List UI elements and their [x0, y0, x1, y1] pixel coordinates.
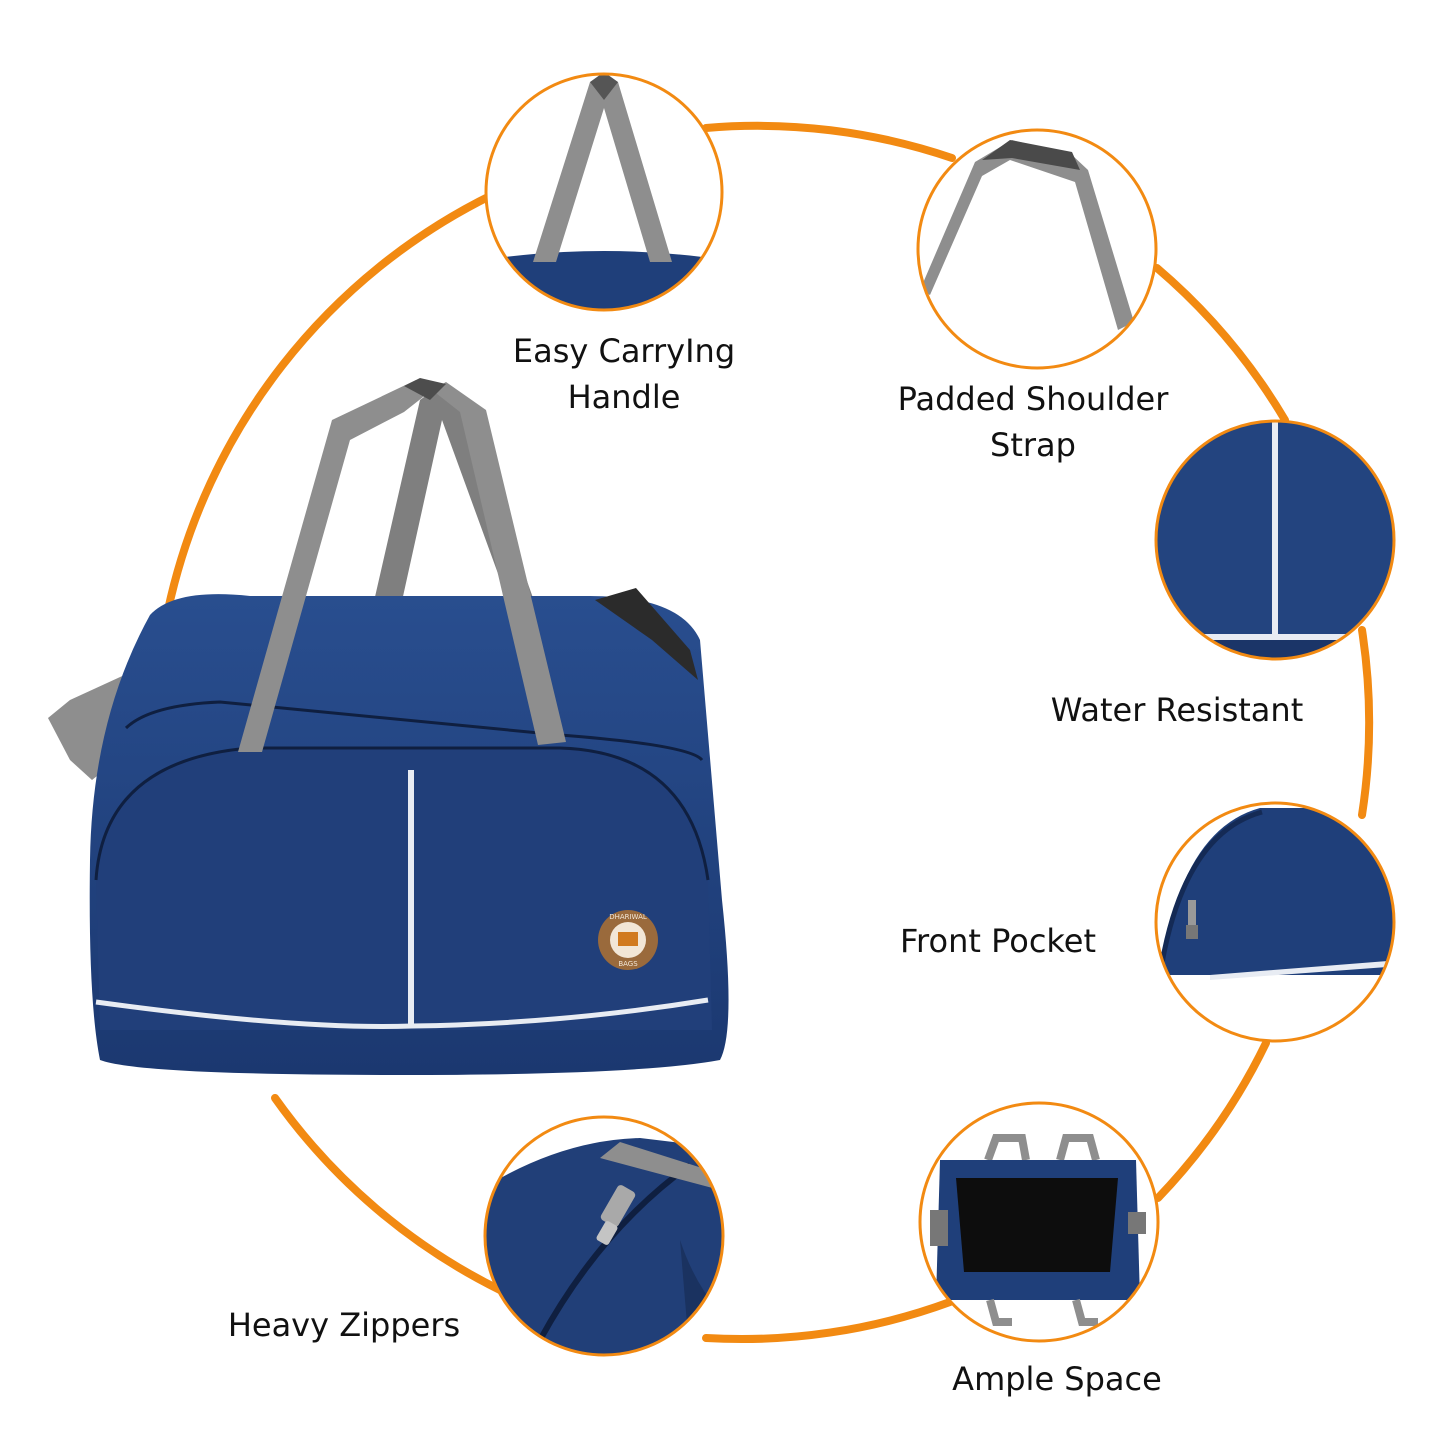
label-front-pocket: Front Pocket [899, 922, 1097, 960]
brand-badge: DHARIWAL BAGS [598, 910, 658, 970]
bag-piping-vertical [408, 770, 414, 1028]
svg-text:BAGS: BAGS [618, 960, 638, 968]
bag-piping-bottom [95, 997, 709, 1029]
ring-arc-bottom [702, 1298, 954, 1344]
bag-handle-front [238, 380, 432, 752]
zipper-icon [483, 1115, 725, 1357]
label-heavy-zippers: Heavy Zippers [227, 1306, 461, 1344]
ring-arc-right-lower [1154, 1039, 1270, 1202]
ring-arc-left [164, 191, 496, 614]
ring-arc-top [702, 121, 956, 162]
shoulder-strap-icon [916, 128, 1158, 370]
front-pocket-icon [1154, 801, 1396, 1043]
label-water-resistant: Water Resistant [1050, 691, 1304, 729]
bag-front-pocket [96, 748, 712, 1030]
svg-text:DHARIWAL: DHARIWAL [609, 913, 647, 921]
ring-arc-right-middle [1358, 626, 1374, 819]
water-resistant-icon [1154, 419, 1396, 661]
label-padded-shoulder-strap: Padded Shoulder Strap [897, 380, 1169, 464]
handle-icon [484, 72, 724, 312]
label-easy-carrying-handle: Easy CarryIng Handle [512, 332, 736, 416]
ample-space-icon [918, 1101, 1160, 1343]
ring-arc-bottom-left [271, 1094, 504, 1294]
orange-ring [164, 121, 1374, 1344]
main-bag-image: DHARIWAL BAGS [48, 378, 729, 1075]
ring-arc-right-upper [1153, 264, 1289, 424]
label-ample-space: Ample Space [952, 1360, 1162, 1398]
